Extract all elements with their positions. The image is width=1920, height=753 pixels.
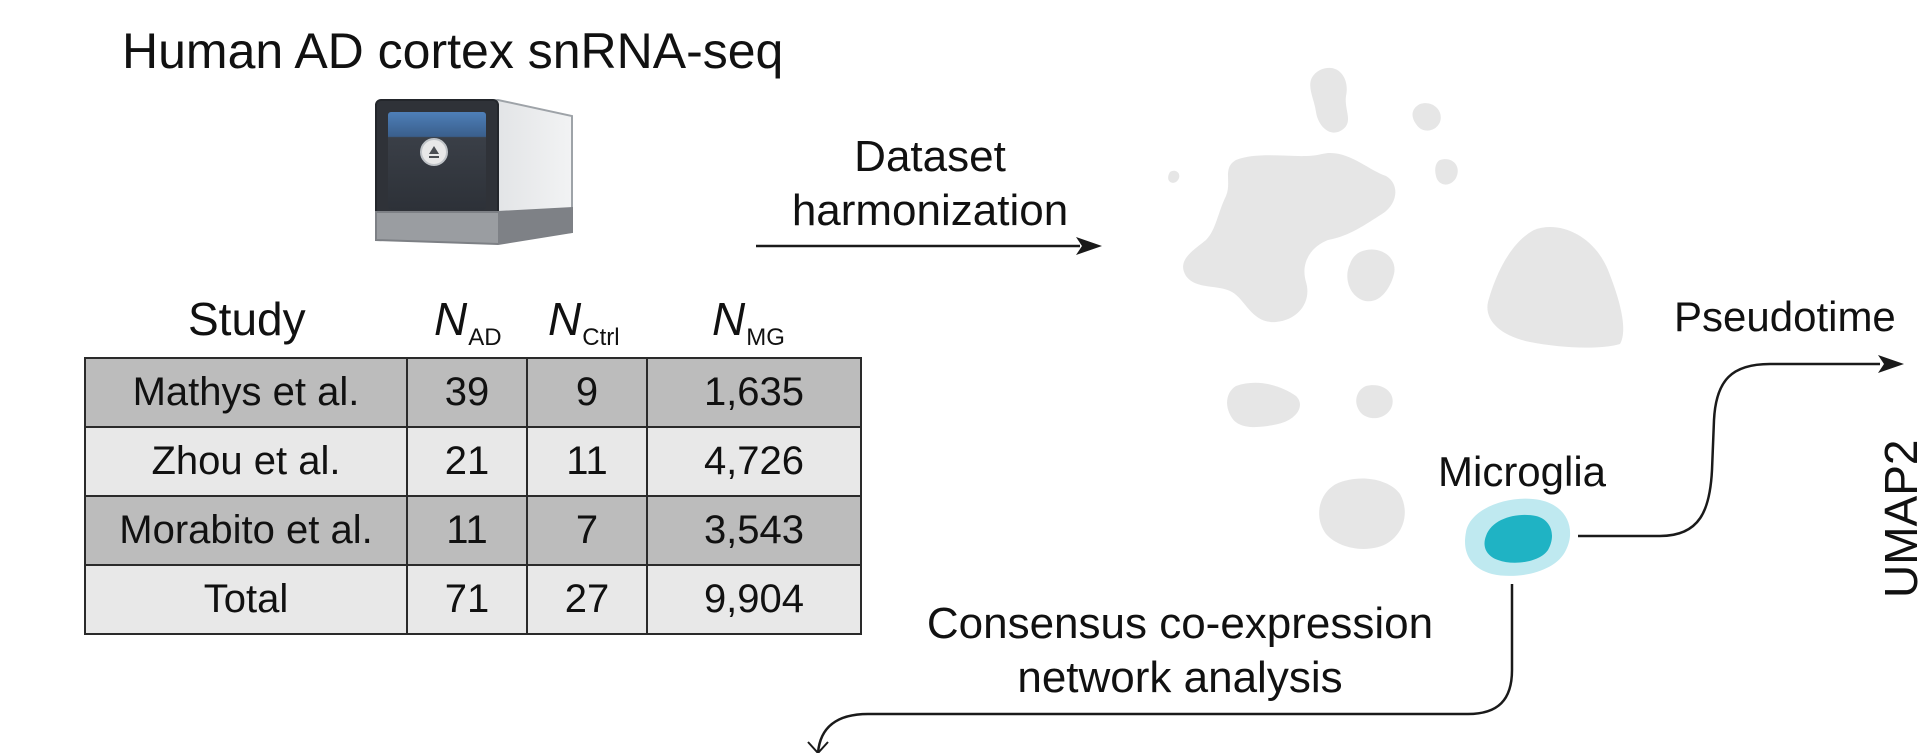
cell-n-ctrl: 11 xyxy=(526,426,648,497)
cell-n-ctrl: 7 xyxy=(526,495,648,566)
cell-n-mg: 1,635 xyxy=(646,357,862,428)
consensus-label: Consensus co-expression network analysis xyxy=(926,599,1434,702)
pseudotime-label: Pseudotime xyxy=(1674,293,1896,340)
umap-cluster-main xyxy=(1183,152,1396,323)
cell-study: Mathys et al. xyxy=(84,357,408,428)
cell-n-ad: 11 xyxy=(406,495,528,566)
umap-cluster-right-small xyxy=(1435,159,1458,185)
cell-n-ad: 39 xyxy=(406,357,528,428)
umap2-axis-label: UMAP2 xyxy=(1875,439,1920,598)
umap-clusters xyxy=(1168,67,1624,549)
umap-cluster-bottom xyxy=(1319,478,1405,549)
table-row-total: Total 71 27 9,904 xyxy=(84,564,862,635)
pseudotime-arrow xyxy=(1578,355,1904,538)
cell-study: Morabito et al. xyxy=(84,495,408,566)
sequencer-machine-icon xyxy=(375,98,573,246)
table-header-n-mg: NMG xyxy=(712,293,785,351)
umap-cluster-mid xyxy=(1347,249,1395,302)
cell-n-ctrl: 27 xyxy=(526,564,648,635)
cell-study: Total xyxy=(84,564,408,635)
cell-study: Zhou et al. xyxy=(84,426,408,497)
umap-cluster-lower-left xyxy=(1227,382,1300,428)
table-header-n-ctrl: NCtrl xyxy=(548,293,620,351)
figure-title: Human AD cortex snRNA-seq xyxy=(122,23,784,79)
cell-n-mg: 4,726 xyxy=(646,426,862,497)
table-header-n-ad: NAD xyxy=(434,293,502,351)
cell-n-ad: 21 xyxy=(406,426,528,497)
study-table: Mathys et al. 39 9 1,635 Zhou et al. 21 … xyxy=(84,357,862,635)
consensus-arrow xyxy=(807,584,1514,753)
table-row: Mathys et al. 39 9 1,635 xyxy=(84,357,862,428)
umap-cluster-large-right xyxy=(1487,227,1624,348)
umap-cluster-top xyxy=(1310,67,1349,133)
umap-cluster-dot xyxy=(1168,170,1180,183)
cell-n-mg: 9,904 xyxy=(646,564,862,635)
umap-cluster-small-right xyxy=(1412,103,1441,131)
cell-n-ctrl: 9 xyxy=(526,357,648,428)
microglia-cluster xyxy=(1465,498,1571,576)
umap-cluster-lower-mid xyxy=(1356,385,1393,419)
table-header-study: Study xyxy=(188,293,306,345)
harmonization-arrow xyxy=(756,237,1102,255)
cell-n-mg: 3,543 xyxy=(646,495,862,566)
harmonization-label: Dataset harmonization xyxy=(791,132,1069,235)
table-row: Morabito et al. 11 7 3,543 xyxy=(84,495,862,566)
table-row: Zhou et al. 21 11 4,726 xyxy=(84,426,862,497)
cell-n-ad: 71 xyxy=(406,564,528,635)
microglia-label: Microglia xyxy=(1438,448,1607,495)
